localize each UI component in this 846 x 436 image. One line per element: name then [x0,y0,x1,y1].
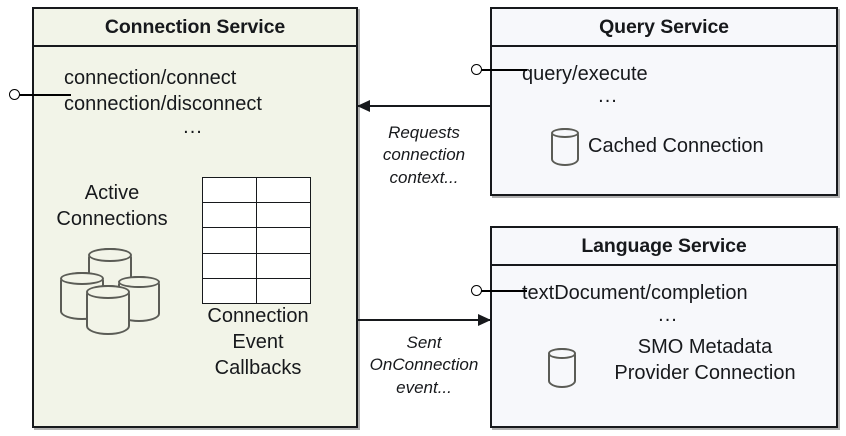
arrow-head-left-icon [357,99,370,112]
table-cell [256,202,311,229]
smo-metadata-provider-connection-label: SMO Metadata Provider Connection [596,334,814,386]
connector-label-line2: OnConnection [369,355,479,375]
smo-label-line1: SMO Metadata [637,336,773,358]
operation-query-execute: query/execute [522,63,648,85]
table-row [202,176,311,204]
table-cell [202,176,257,204]
connector-sent-onconnection-event-line [358,319,491,321]
connection-service-ellipsis: ... [183,115,203,138]
query-service-title: Query Service [492,9,836,47]
active-connections-label-line2: Connections [56,208,168,230]
connector-label-line3: context... [389,167,459,187]
operation-connection-disconnect: connection/disconnect [64,93,262,116]
active-connections-label-line1: Active [84,182,140,204]
lollipop-stem [481,289,527,292]
table-cell [202,202,257,229]
table-cell [256,277,311,304]
table-grid-body [202,176,311,304]
table-row [202,202,311,229]
callbacks-label-line3: Callbacks [214,357,302,379]
callbacks-label-line2: Event [232,331,284,353]
connector-requests-connection-context-label: Requests connection context... [348,122,500,189]
connection-service-operations: connection/connect connection/disconnect… [64,65,322,138]
callbacks-label-line1: Connection [207,305,309,327]
arrow-head-right-icon [478,313,491,326]
operation-textdocument-completion: textDocument/completion [522,282,748,304]
lollipop-stem [19,93,71,96]
database-cylinder-icon-front [85,284,131,335]
connector-label-line3: event... [396,377,452,397]
active-connections-label: Active Connections [36,180,188,232]
smo-label-line2: Provider Connection [614,362,796,384]
component-query-service[interactable]: Query Service query/execute ... [490,7,838,196]
lollipop-stem [481,68,527,71]
table-row [202,227,311,254]
table-cell [202,252,257,279]
table-grid-icon [202,176,311,304]
connection-service-title: Connection Service [34,9,356,47]
connector-requests-connection-context-line [358,105,491,107]
cached-connection-label: Cached Connection [588,135,764,157]
database-cylinder-icon-cached-connection [550,127,580,166]
language-service-title: Language Service [492,228,836,266]
connector-sent-onconnection-event-label: Sent OnConnection event... [348,332,500,399]
language-service-ellipsis: ... [658,304,678,327]
table-cell [256,227,311,254]
component-language-service[interactable]: Language Service textDocument/completion… [490,226,838,428]
connector-label-line1: Requests [388,123,460,142]
connection-event-callbacks-label: Connection Event Callbacks [190,303,326,381]
language-service-operations: textDocument/completion ... [522,280,814,327]
connector-label-line2: connection [382,145,466,165]
table-row [202,277,311,304]
table-cell [202,277,257,304]
table-cell [256,176,311,204]
table-cell [202,227,257,254]
table-row [202,252,311,279]
database-cylinder-icon-smo-metadata [547,347,577,388]
table-cell [256,252,311,279]
operation-connection-connect: connection/connect [64,67,237,89]
query-service-ellipsis: ... [598,85,618,108]
query-service-operations: query/execute ... [522,61,694,108]
connector-label-line1: Sent [406,333,442,352]
database-cluster-icon [58,246,168,336]
